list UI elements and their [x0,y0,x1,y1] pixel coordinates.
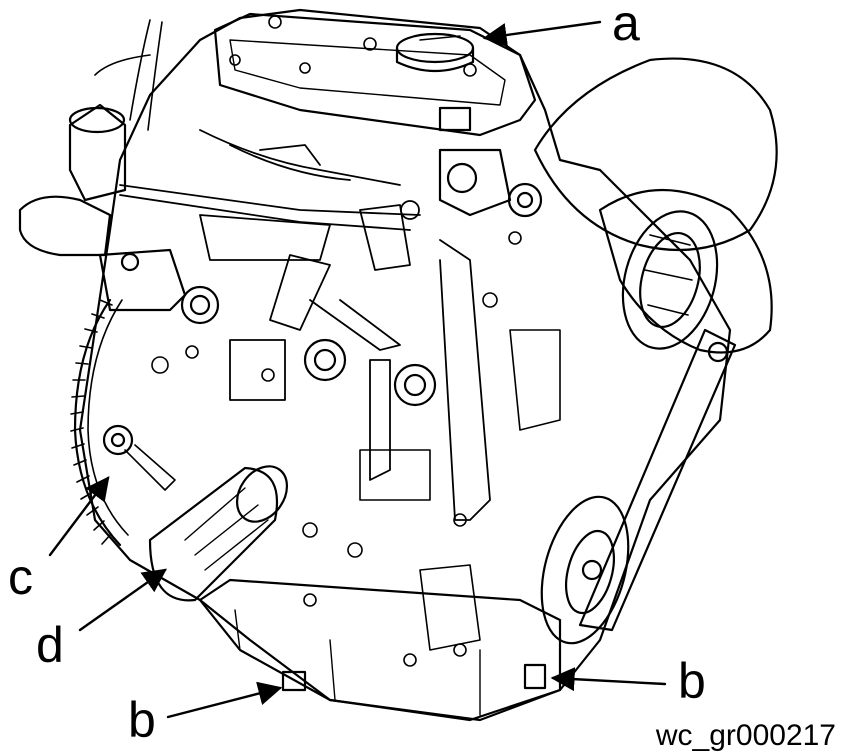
oil-pan [198,578,562,722]
callout-label-a: a [612,0,640,51]
oil-pressure-switch [102,424,176,491]
callout-label-b-right: b [678,653,706,709]
valve-cover [213,12,537,137]
valve-cover-bolts [229,15,477,77]
callout-label-c: c [8,549,33,605]
flywheel [70,298,129,547]
valve-cover-inner [229,39,506,106]
engine-block-outline [78,8,732,722]
fan-belt-pulley [540,328,737,645]
callout-arrow-b-right [550,667,667,692]
callout-label-d: d [36,617,64,673]
callout-arrow-b-bottom [166,681,283,719]
cooling-fan [533,57,778,354]
callout-arrow-a [482,20,602,47]
callout-arrow-c [48,476,110,557]
drain-plugs [281,663,547,692]
intake-pipes [18,19,163,257]
oil-filler-cap [395,32,475,73]
side-details [359,329,561,651]
callout-arrow-d [78,568,167,632]
figure-caption: wc_gr000217 [655,719,836,752]
callout-label-b-bottom: b [128,692,156,748]
governor-linkage [269,200,491,521]
block-ports [180,285,437,407]
injector-lines [119,129,421,231]
block-bolts [151,231,522,667]
thermostat-housing [438,106,543,218]
